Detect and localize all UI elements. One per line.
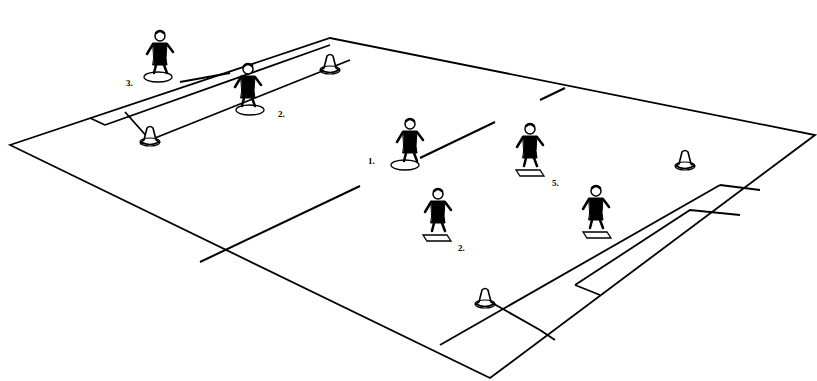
callout-number: 5. <box>552 179 559 188</box>
callout-number: 3. <box>126 79 133 88</box>
callout-number: 1. <box>368 157 375 166</box>
callout-number: 2. <box>278 110 285 119</box>
callout-number: 2. <box>458 244 465 253</box>
